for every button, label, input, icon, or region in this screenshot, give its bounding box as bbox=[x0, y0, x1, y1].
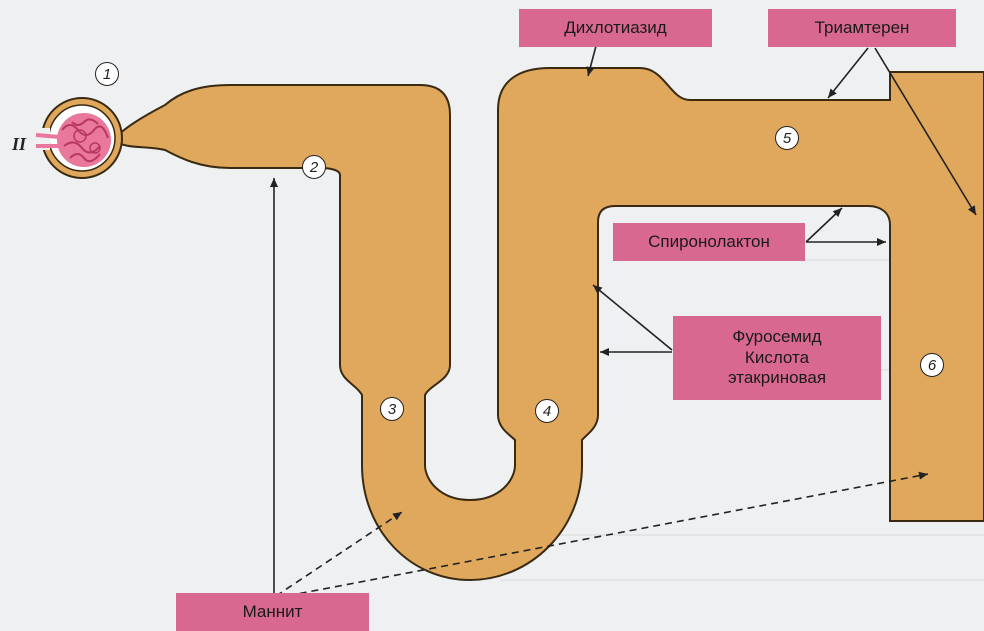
label-ethacrynic-1: Кислота bbox=[745, 348, 809, 368]
label-ethacrynic-2: этакриновая bbox=[728, 368, 826, 388]
segment-number-3: 3 bbox=[380, 397, 404, 421]
vessel-mark: II bbox=[12, 134, 26, 155]
label-spironolactone: Спиронолактон bbox=[613, 223, 805, 261]
label-dichlothiazide: Дихлотиазид bbox=[519, 9, 712, 47]
label-triamterene: Триамтерен bbox=[768, 9, 956, 47]
segment-number-6: 6 bbox=[920, 353, 944, 377]
label-furosemide: Фуросемид Кислота этакриновая bbox=[673, 316, 881, 400]
segment-number-2: 2 bbox=[302, 155, 326, 179]
label-mannitol: Маннит bbox=[176, 593, 369, 631]
segment-number-1: 1 bbox=[95, 62, 119, 86]
label-furosemide-text: Фуросемид bbox=[732, 327, 821, 347]
segment-number-4: 4 bbox=[535, 399, 559, 423]
segment-number-5: 5 bbox=[775, 126, 799, 150]
